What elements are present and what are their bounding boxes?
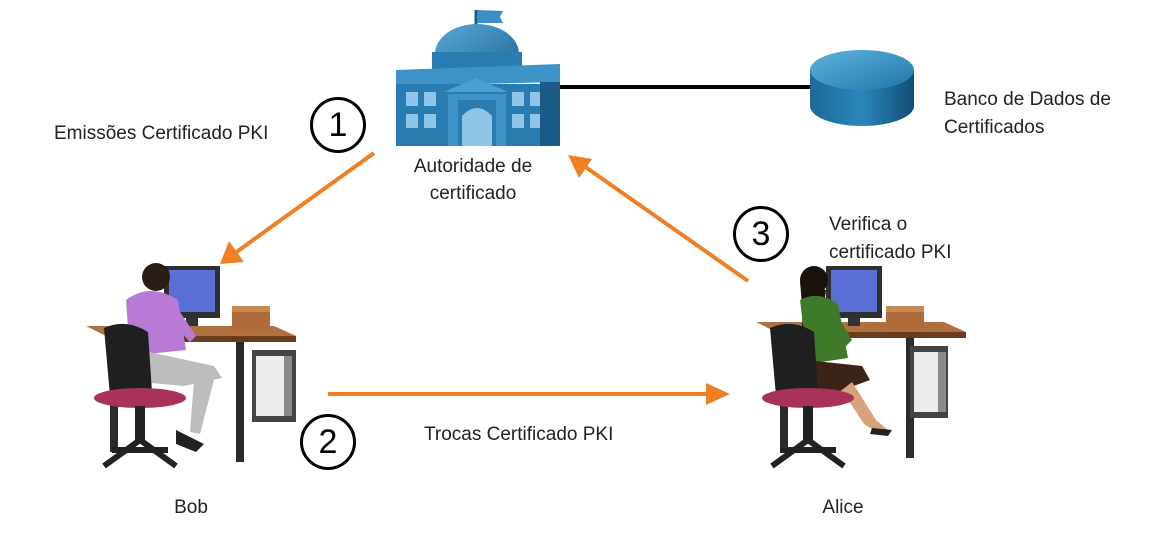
arrow-bob-to-alice <box>328 383 730 405</box>
alice-label: Alice <box>822 497 864 518</box>
ca-label-line2: certificado <box>429 183 517 204</box>
db-label-line1: Banco de Dados de <box>944 89 1111 110</box>
step-3-label-line2: certificado PKI <box>829 242 952 263</box>
arrow-alice-to-ca <box>568 155 750 283</box>
user-at-workstation-icon <box>756 266 966 469</box>
step-3-marker: 3 <box>733 206 789 262</box>
bob-label: Bob <box>174 497 208 518</box>
database-icon <box>810 50 914 126</box>
ca-label-line1: Autoridade de <box>413 156 533 177</box>
step-3-label-line1: Verifica o <box>829 214 908 235</box>
step-1-marker: 1 <box>310 97 366 153</box>
step-1-label: Emissões Certificado PKI <box>54 123 269 144</box>
government-building-icon <box>396 10 560 146</box>
arrow-ca-to-bob <box>220 151 376 264</box>
db-label-line2: Certificados <box>944 117 1045 138</box>
user-at-workstation-icon <box>86 263 296 469</box>
step-2-marker: 2 <box>300 414 356 470</box>
step-2-label: Trocas Certificado PKI <box>424 424 614 445</box>
